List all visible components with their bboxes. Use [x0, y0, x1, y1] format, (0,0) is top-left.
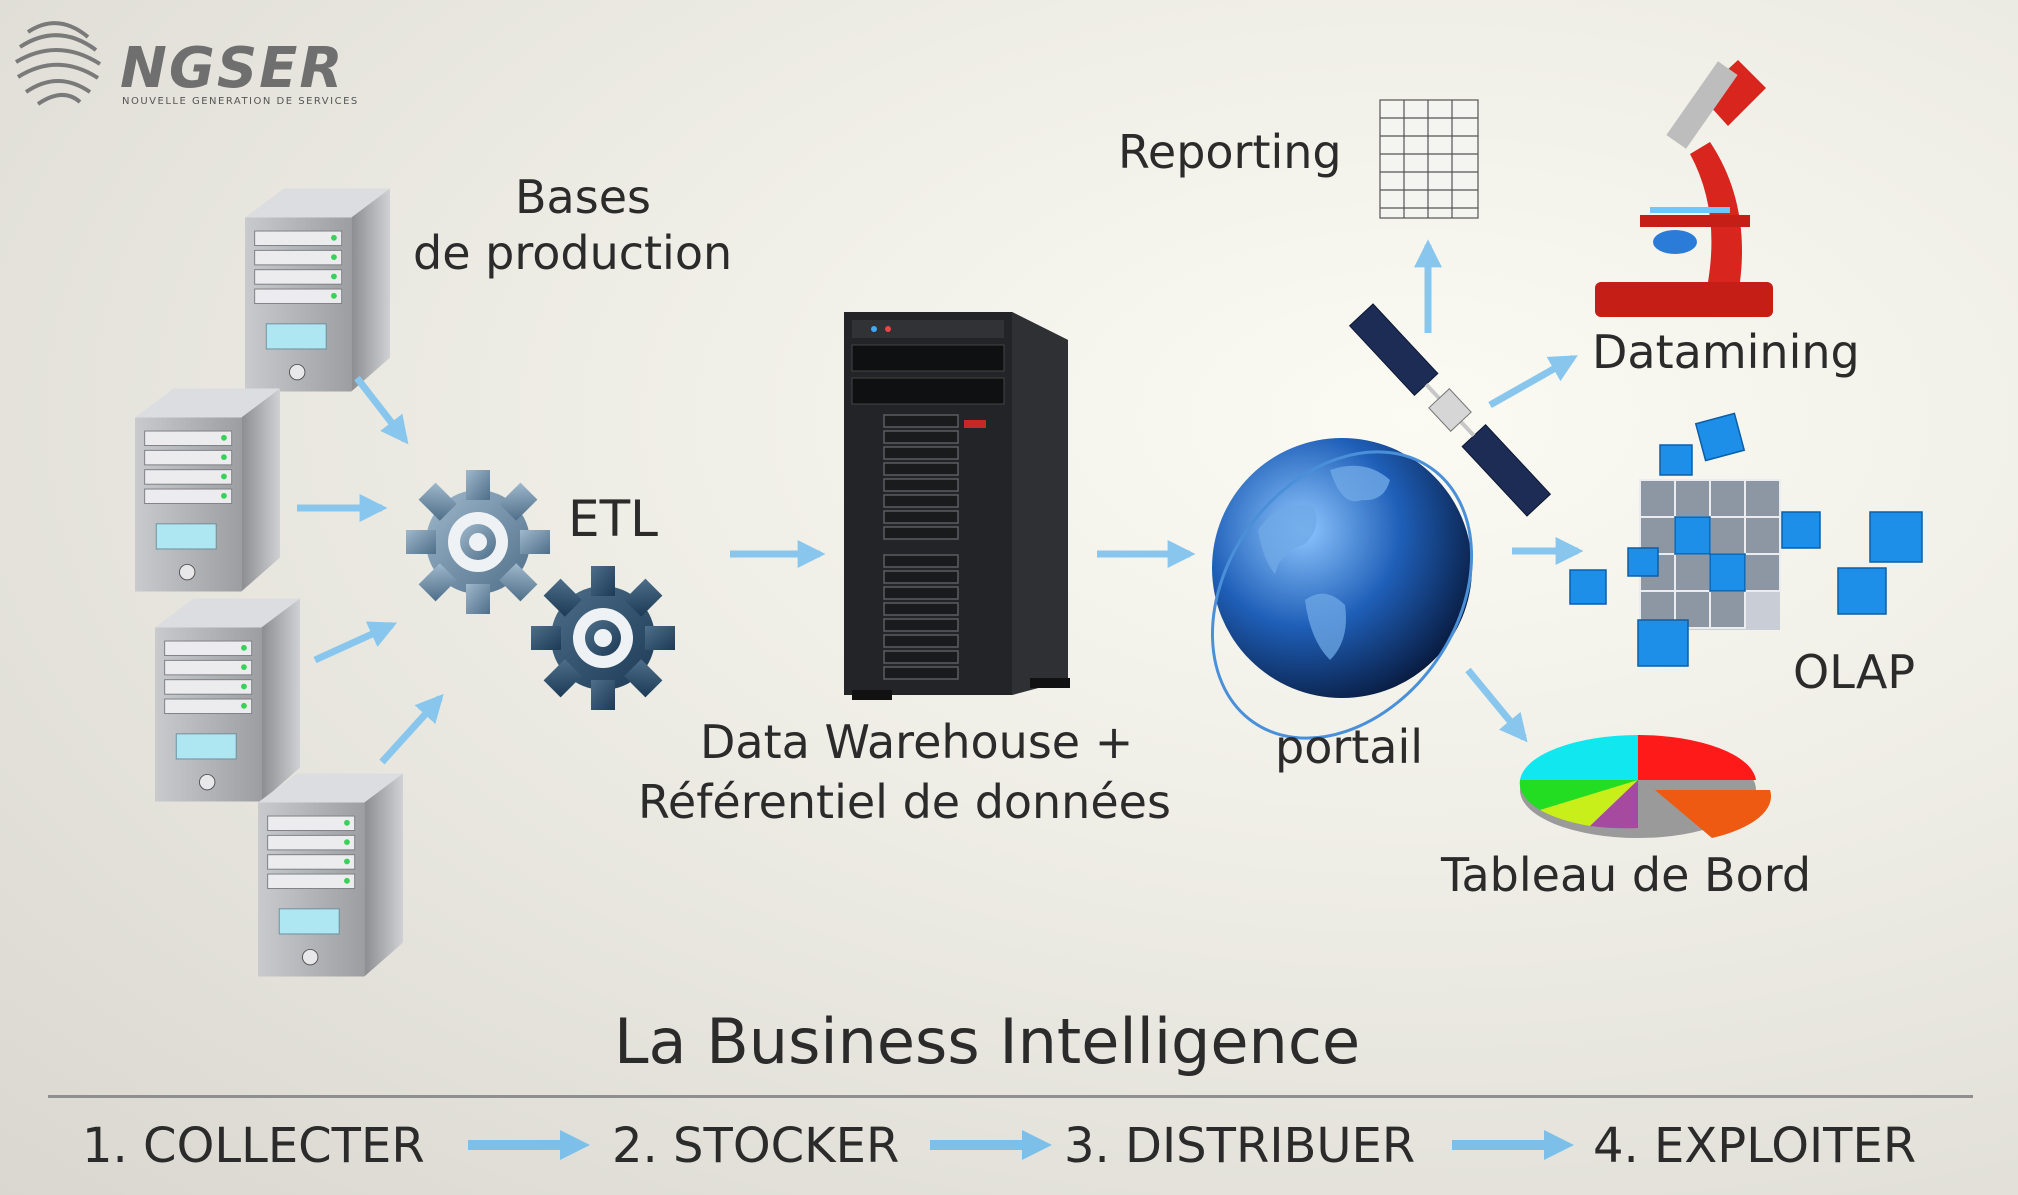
warehouse-label-line2: Référentiel de données	[638, 775, 1171, 829]
logo-tagline: NOUVELLE GENERATION DE SERVICES	[122, 96, 359, 107]
gear-icon	[406, 470, 550, 614]
sources-label-line2: de production	[413, 226, 733, 280]
divider	[48, 1095, 1973, 1098]
step-distribuer: 3. DISTRIBUER	[1064, 1118, 1416, 1174]
logo-name: NGSER	[120, 36, 345, 101]
report-table-icon	[1379, 99, 1479, 219]
pie-chart-icon	[1519, 734, 1772, 838]
page-title: La Business Intelligence	[614, 1005, 1361, 1078]
step-arrows	[468, 1130, 1574, 1160]
sources-label-line1: Bases	[515, 170, 651, 224]
step-stocker: 2. STOCKER	[612, 1118, 900, 1174]
microscope-icon	[1595, 60, 1773, 317]
server-icon	[135, 388, 280, 592]
portal-label: portail	[1275, 720, 1424, 774]
step-collecter: 1. COLLECTER	[82, 1118, 425, 1174]
satellite-icon	[1348, 303, 1552, 517]
collect-arrows	[297, 239, 1584, 765]
logo-mark-icon	[14, 21, 102, 106]
server-icon	[155, 598, 300, 802]
datamining-label: Datamining	[1592, 325, 1860, 379]
server-icon	[245, 188, 390, 392]
reporting-label: Reporting	[1118, 125, 1342, 179]
server-icon	[258, 773, 403, 977]
dashboard-label: Tableau de Bord	[1441, 848, 1812, 902]
step-exploiter: 4. EXPLOITER	[1593, 1118, 1917, 1174]
globe-icon	[1210, 438, 1474, 740]
warehouse-label-line1: Data Warehouse +	[700, 715, 1134, 769]
tower-server-icon	[844, 312, 1070, 700]
olap-label: OLAP	[1793, 645, 1916, 699]
cube-icon	[1569, 412, 1923, 667]
etl-label: ETL	[568, 490, 658, 548]
gear-icon	[531, 566, 675, 710]
